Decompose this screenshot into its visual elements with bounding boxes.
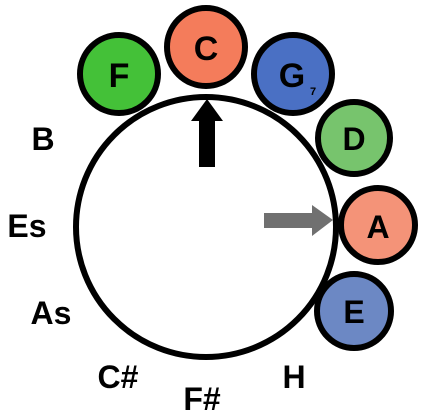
note-label-d: D	[342, 121, 365, 157]
note-label-e: E	[343, 294, 364, 330]
note-label-a: A	[366, 209, 389, 245]
note-circle-c: C	[164, 5, 248, 89]
note-circle-d: D	[315, 99, 393, 177]
note-circle-a: A	[338, 185, 418, 265]
note-label-c: C	[194, 30, 219, 68]
main-circle	[73, 94, 339, 360]
outer-label-fsharp: F#	[183, 381, 221, 417]
outer-label-csharp: C#	[98, 359, 139, 395]
note-label-g: G	[279, 57, 305, 95]
outer-label-es: Es	[7, 208, 46, 244]
note-circle-f: F	[77, 32, 161, 116]
up-arrow-icon	[191, 99, 223, 167]
note-label-f: F	[109, 57, 130, 95]
note-label-g-subscript: 7	[310, 86, 316, 98]
note-circle-g: G 7	[251, 32, 335, 116]
outer-label-h: H	[282, 359, 305, 395]
right-arrow-icon	[264, 205, 333, 236]
outer-label-as: As	[31, 295, 72, 331]
note-circle-e: E	[314, 271, 394, 351]
outer-label-b: B	[31, 121, 54, 157]
